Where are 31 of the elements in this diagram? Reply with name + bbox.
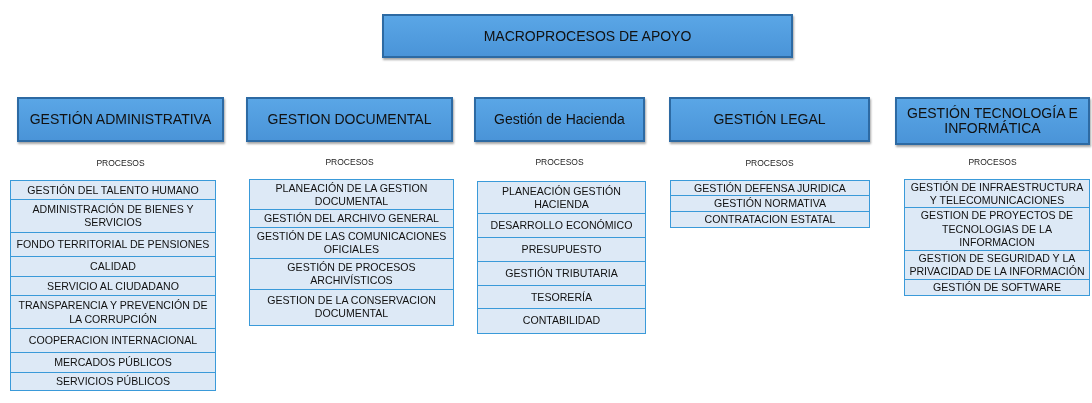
category-box: Gestión de Hacienda [474, 97, 645, 142]
process-cell: MERCADOS PÚBLICOS [10, 352, 216, 374]
process-cell: GESTIÓN DE INFRAESTRUCTURA Y TELECOMUNICACIONES [904, 178, 1090, 209]
section-label: PROCESOS [324, 157, 375, 167]
header-box: MACROPROCESOS DE APOYO [382, 14, 793, 58]
process-cell: COOPERACION INTERNACIONAL [10, 328, 216, 354]
category-box: GESTIÓN ADMINISTRATIVA [17, 97, 224, 142]
process-cell: PLANEACIÓN GESTIÓN HACIENDA [477, 180, 646, 215]
process-cell: PRESUPUESTO [477, 237, 646, 263]
process-cell: GESTIÓN DEL TALENTO HUMANO [10, 179, 216, 201]
process-cell: GESTIÓN DEL ARCHIVO GENERAL [249, 209, 454, 229]
process-cell: PLANEACIÓN DE LA GESTION DOCUMENTAL [249, 178, 454, 211]
section-label: PROCESOS [95, 158, 146, 168]
section-label: PROCESOS [534, 157, 585, 167]
process-cell: GESTIÓN DE PROCESOS ARCHIVÍSTICOS [249, 258, 454, 291]
category-box: GESTION DOCUMENTAL [246, 97, 453, 142]
process-cell: FONDO TERRITORIAL DE PENSIONES [10, 232, 216, 258]
process-cell: CONTABILIDAD [477, 308, 646, 334]
section-label: PROCESOS [967, 157, 1018, 167]
process-cell: GESTIÓN TRIBUTARIA [477, 260, 646, 287]
section-label: PROCESOS [744, 158, 795, 168]
category-box: GESTIÓN TECNOLOGÍA E INFORMÁTICA [895, 97, 1090, 145]
process-cell: GESTIÓN DE LAS COMUNICACIONES OFICIALES [249, 227, 454, 260]
process-cell: TRANSPARENCIA Y PREVENCIÓN DE LA CORRUPCIÓN [10, 295, 216, 330]
process-cell: SERVICIOS PÚBLICOS [10, 371, 216, 392]
process-cell: DESARROLLO ECONÓMICO [477, 213, 646, 239]
process-cell: GESTION DE PROYECTOS DE TECNOLOGIAS DE LA INFORMACION [904, 207, 1090, 252]
process-cell: ADMINISTRACIÓN DE BIENES Y SERVICIOS [10, 199, 216, 234]
process-cell: GESTION DE LA CONSERVACION DOCUMENTAL [249, 289, 454, 326]
category-box: GESTIÓN LEGAL [669, 97, 870, 142]
process-cell: CALIDAD [10, 255, 216, 278]
